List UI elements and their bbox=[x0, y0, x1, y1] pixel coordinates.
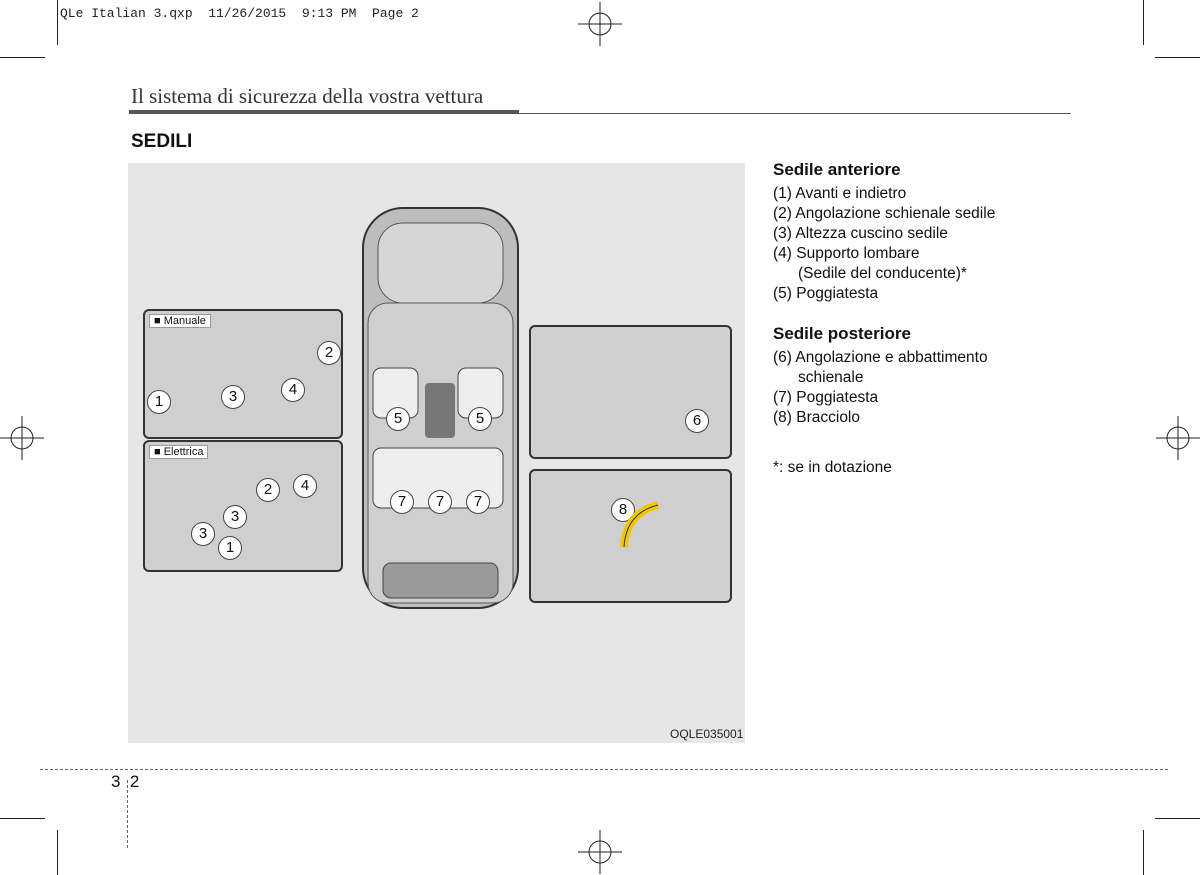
registration-mark-icon bbox=[578, 830, 622, 874]
inset-label-electric: ■ Elettrica bbox=[149, 445, 209, 459]
registration-mark-icon bbox=[1156, 416, 1200, 460]
registration-mark-icon bbox=[578, 2, 622, 46]
rear-seat-title: Sedile posteriore bbox=[773, 324, 911, 343]
title-rule-thin bbox=[519, 113, 1071, 114]
title-rule bbox=[129, 110, 519, 114]
page-number-divider bbox=[127, 780, 128, 848]
crop-mark bbox=[1143, 0, 1144, 45]
front-item: (1) Avanti e indietro bbox=[773, 185, 907, 202]
inset-rear-seat: 6 bbox=[529, 325, 732, 459]
inset-electric-seat: ■ Elettrica 2 4 3 3 1 bbox=[143, 440, 343, 572]
front-item: (Sedile del conducente)* bbox=[798, 265, 967, 282]
callout-number: 3 bbox=[221, 385, 245, 409]
crop-mark bbox=[1155, 818, 1200, 819]
callout-number: 2 bbox=[317, 341, 341, 365]
crop-mark bbox=[0, 818, 45, 819]
footnote: *: se in dotazione bbox=[773, 459, 892, 476]
front-item: (2) Angolazione schienale sedile bbox=[773, 205, 996, 222]
front-item: (3) Altezza cuscino sedile bbox=[773, 225, 948, 242]
inset-manual-seat: ■ Manuale 2 3 4 1 bbox=[143, 309, 343, 439]
figure-code: OQLE035001 bbox=[670, 727, 744, 741]
car-top-view bbox=[362, 207, 519, 609]
callout-number: 7 bbox=[428, 490, 452, 514]
callout-number: 7 bbox=[390, 490, 414, 514]
crop-mark bbox=[57, 830, 58, 875]
registration-mark-icon bbox=[0, 416, 44, 460]
rotate-arrow-icon bbox=[620, 501, 660, 548]
front-seat-title: Sedile anteriore bbox=[773, 160, 901, 179]
callout-number: 1 bbox=[218, 536, 242, 560]
crop-mark bbox=[1155, 57, 1200, 58]
rear-item: (7) Poggiatesta bbox=[773, 389, 879, 406]
callout-number: 2 bbox=[256, 478, 280, 502]
front-item: (4) Supporto lombare bbox=[773, 245, 920, 262]
callout-number: 4 bbox=[281, 378, 305, 402]
print-header: QLe Italian 3.qxp 11/26/2015 9:13 PM Pag… bbox=[60, 6, 419, 21]
inset-label-manual: ■ Manuale bbox=[149, 314, 211, 328]
section-title: Il sistema di sicurezza della vostra vet… bbox=[131, 84, 484, 108]
callout-number: 7 bbox=[466, 490, 490, 514]
callout-number: 4 bbox=[293, 474, 317, 498]
callout-number: 3 bbox=[223, 505, 247, 529]
crop-mark bbox=[1143, 830, 1144, 875]
rear-item: (6) Angolazione e abbattimento bbox=[773, 349, 988, 366]
callout-number: 6 bbox=[685, 409, 709, 433]
callout-number: 5 bbox=[386, 407, 410, 431]
callout-number: 5 bbox=[468, 407, 492, 431]
seat-diagram: 5 5 7 7 7 ■ Manuale 2 3 4 1 ■ Elettrica … bbox=[128, 163, 745, 743]
front-item: (5) Poggiatesta bbox=[773, 285, 879, 302]
rear-item: schienale bbox=[798, 369, 864, 386]
callout-number: 3 bbox=[191, 522, 215, 546]
callout-number: 1 bbox=[147, 390, 171, 414]
footer-divider bbox=[40, 769, 1168, 770]
inset-armrest: 8 bbox=[529, 469, 732, 603]
rear-item: (8) Bracciolo bbox=[773, 409, 860, 426]
crop-mark bbox=[57, 0, 58, 45]
crop-mark bbox=[0, 57, 45, 58]
page-number: 3 2 bbox=[111, 772, 140, 791]
seat-legend: Sedile anteriore (1) Avanti e indietro (… bbox=[773, 160, 1153, 478]
page-heading: SEDILI bbox=[131, 131, 193, 152]
